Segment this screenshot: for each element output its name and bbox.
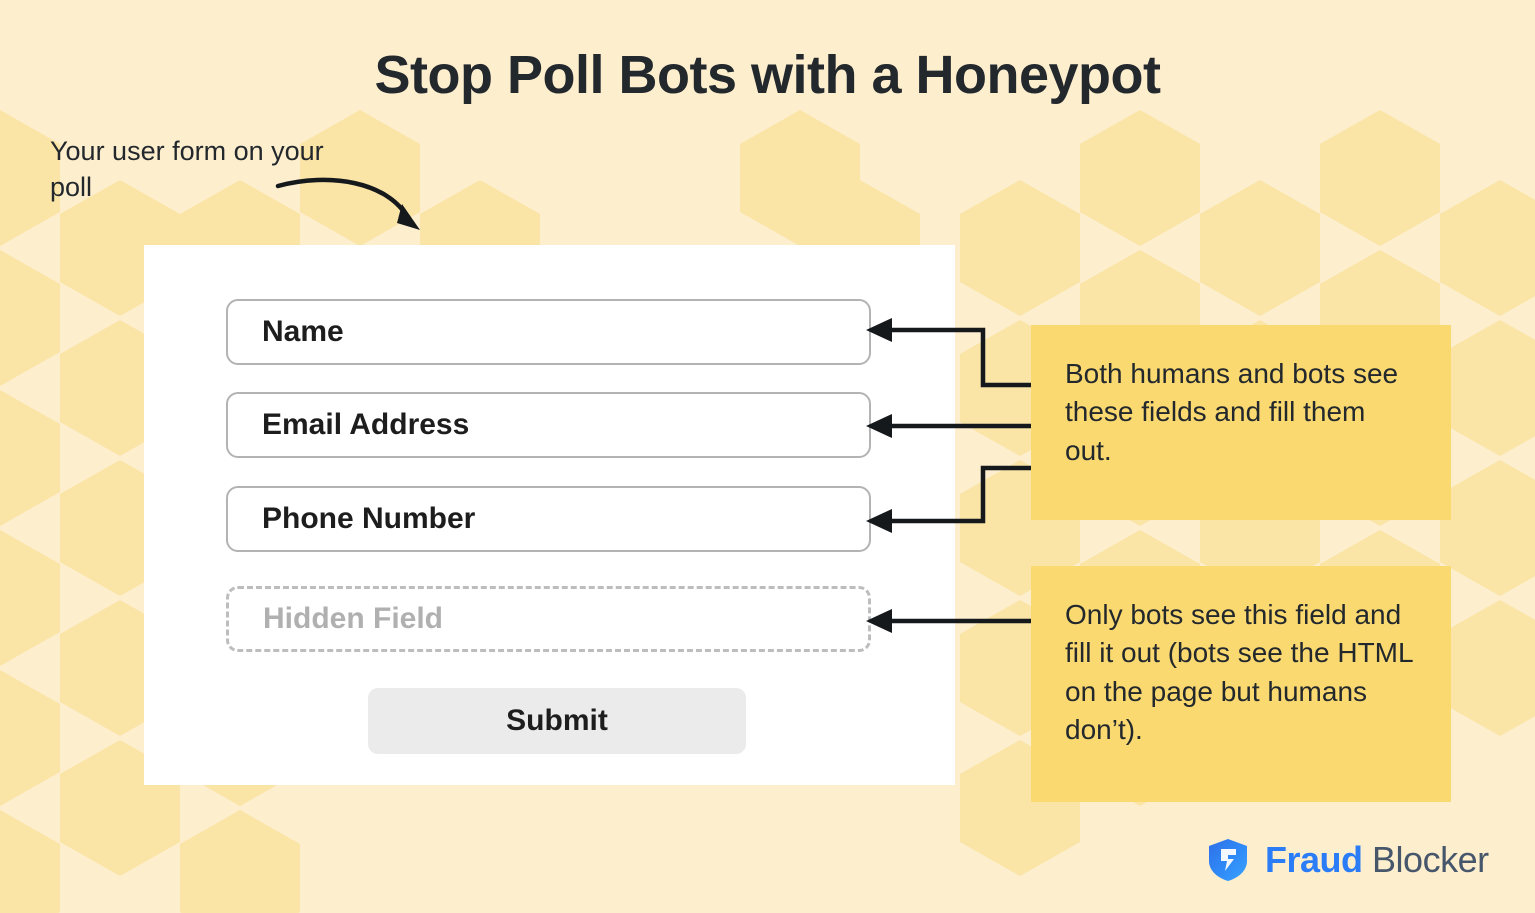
fraud-blocker-logo[interactable]: Fraud Blocker	[1205, 836, 1489, 884]
logo-brand-secondary: Blocker	[1372, 839, 1489, 880]
phone-input[interactable]: Phone Number	[226, 486, 871, 552]
hidden-input-label: Hidden Field	[263, 602, 443, 635]
curved-arrow-icon	[275, 177, 420, 230]
shield-icon	[1209, 839, 1247, 881]
email-input[interactable]: Email Address	[226, 392, 871, 458]
name-input-label: Name	[262, 315, 344, 348]
honeypot-hidden-input[interactable]: Hidden Field	[226, 586, 871, 652]
submit-button[interactable]: Submit	[368, 688, 746, 754]
phone-input-label: Phone Number	[262, 502, 476, 535]
logo-wordmark: Fraud Blocker	[1265, 839, 1489, 881]
name-input[interactable]: Name	[226, 299, 871, 365]
callout-visible-fields: Both humans and bots see these fields an…	[1031, 325, 1451, 520]
page-title: Stop Poll Bots with a Honeypot	[374, 45, 1161, 105]
user-form-card: Name Email Address Phone Number Hidden F…	[144, 245, 955, 785]
logo-brand-primary: Fraud	[1265, 839, 1363, 880]
callout-hidden-field: Only bots see this field and fill it out…	[1031, 566, 1451, 802]
email-input-label: Email Address	[262, 408, 470, 441]
